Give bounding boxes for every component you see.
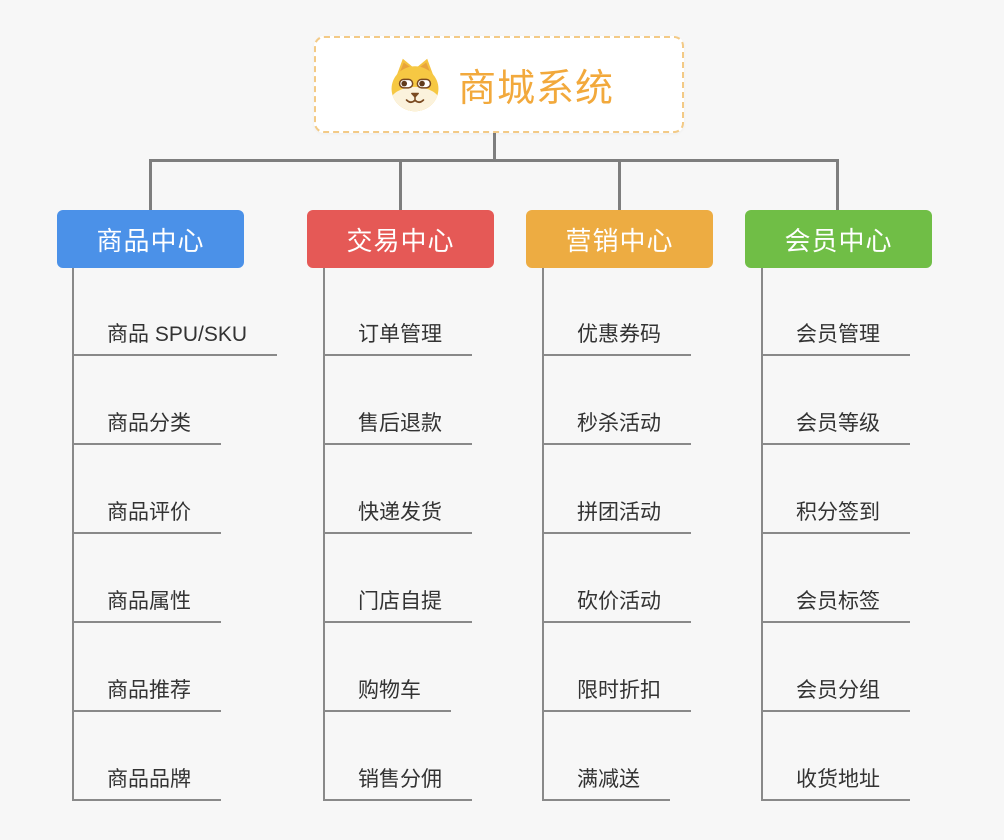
- leaf-topic[interactable]: 商品分类: [73, 407, 221, 445]
- leaf-label: 会员标签: [796, 590, 880, 613]
- leaf-topic[interactable]: 商品推荐: [73, 674, 221, 712]
- leaf-topic[interactable]: 拼团活动: [543, 496, 691, 534]
- leaf-label: 优惠券码: [577, 323, 661, 346]
- leaf-label: 满减送: [577, 768, 640, 791]
- leaf-topic[interactable]: 会员标签: [762, 585, 910, 623]
- branch-member-center[interactable]: 会员中心: [745, 210, 932, 268]
- leaf-label: 售后退款: [358, 412, 442, 435]
- branch-marketing-center[interactable]: 营销中心: [526, 210, 713, 268]
- leaf-topic[interactable]: 商品 SPU/SKU: [73, 318, 278, 356]
- branch-label: 商品中心: [96, 225, 205, 256]
- leaf-label: 秒杀活动: [577, 412, 661, 435]
- root-topic[interactable]: 商城系统: [314, 36, 684, 133]
- leaf-label: 订单管理: [358, 323, 442, 346]
- branch-label: 会员中心: [784, 225, 893, 256]
- shiba-dog-icon: [384, 55, 446, 115]
- leaf-topic[interactable]: 商品属性: [73, 585, 221, 623]
- leaf-topic[interactable]: 限时折扣: [543, 674, 691, 712]
- leaf-label: 会员等级: [796, 412, 880, 435]
- leaf-topic[interactable]: 积分签到: [762, 496, 910, 534]
- leaf-label: 商品推荐: [107, 679, 191, 702]
- connector-horizontal-bar: [149, 159, 839, 162]
- branch-trade-spine: [323, 268, 325, 801]
- leaf-topic[interactable]: 秒杀活动: [543, 407, 691, 445]
- leaf-topic[interactable]: 优惠券码: [543, 318, 691, 356]
- branch-product-center[interactable]: 商品中心: [57, 210, 244, 268]
- leaf-topic[interactable]: 门店自提: [324, 585, 472, 623]
- leaf-topic[interactable]: 快递发货: [324, 496, 472, 534]
- connector-drop-branch-2: [399, 161, 402, 210]
- leaf-topic[interactable]: 销售分佣: [324, 763, 472, 801]
- leaf-label: 商品评价: [107, 501, 191, 524]
- leaf-label: 商品属性: [107, 590, 191, 613]
- leaf-label: 会员分组: [796, 679, 880, 702]
- leaf-topic[interactable]: 会员管理: [762, 318, 910, 356]
- leaf-label: 收货地址: [796, 768, 880, 791]
- leaf-topic[interactable]: 购物车: [324, 674, 451, 712]
- connector-drop-branch-4: [836, 161, 839, 210]
- leaf-label: 销售分佣: [358, 768, 442, 791]
- leaf-label: 商品品牌: [107, 768, 191, 791]
- leaf-topic[interactable]: 售后退款: [324, 407, 472, 445]
- connector-root-drop: [493, 132, 496, 161]
- leaf-label: 门店自提: [358, 590, 442, 613]
- leaf-label: 商品分类: [107, 412, 191, 435]
- branch-trade-center[interactable]: 交易中心: [307, 210, 494, 268]
- leaf-topic[interactable]: 商品评价: [73, 496, 221, 534]
- branch-product-spine: [72, 268, 74, 801]
- leaf-label: 商品 SPU/SKU: [107, 323, 248, 346]
- leaf-topic[interactable]: 砍价活动: [543, 585, 691, 623]
- leaf-topic[interactable]: 收货地址: [762, 763, 910, 801]
- connector-drop-branch-1: [149, 161, 152, 210]
- leaf-label: 积分签到: [796, 501, 880, 524]
- leaf-topic[interactable]: 会员分组: [762, 674, 910, 712]
- leaf-topic[interactable]: 商品品牌: [73, 763, 221, 801]
- leaf-label: 拼团活动: [577, 501, 661, 524]
- leaf-label: 限时折扣: [577, 679, 661, 702]
- leaf-label: 购物车: [358, 679, 421, 702]
- leaf-topic[interactable]: 订单管理: [324, 318, 472, 356]
- branch-label: 营销中心: [565, 225, 674, 256]
- leaf-label: 快递发货: [358, 501, 442, 524]
- branch-member-spine: [761, 268, 763, 801]
- leaf-topic[interactable]: 会员等级: [762, 407, 910, 445]
- leaf-topic[interactable]: 满减送: [543, 763, 670, 801]
- connector-drop-branch-3: [618, 161, 621, 210]
- leaf-label: 砍价活动: [577, 590, 661, 613]
- root-topic-title: 商城系统: [457, 68, 614, 110]
- branch-label: 交易中心: [346, 225, 455, 256]
- leaf-label: 会员管理: [796, 323, 880, 346]
- branch-marketing-spine: [542, 268, 544, 801]
